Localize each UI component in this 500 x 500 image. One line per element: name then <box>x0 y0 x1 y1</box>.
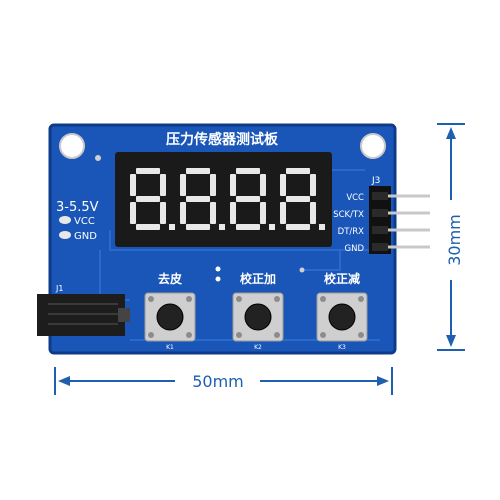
power-label-vcc: VCC <box>74 216 95 227</box>
display-segment <box>210 202 216 224</box>
display-segment <box>236 224 260 230</box>
display-segment <box>210 174 216 196</box>
power-pad-vcc <box>59 216 71 224</box>
pin-header-j3 <box>369 186 391 254</box>
header-pin <box>388 228 430 232</box>
display-segment <box>310 174 316 196</box>
height-label: 30mm <box>445 214 464 266</box>
width-dimension <box>54 367 393 395</box>
display-digit <box>180 168 225 230</box>
display-segment <box>136 196 160 202</box>
button-rivet <box>274 296 280 302</box>
display-segment <box>130 174 136 196</box>
button-rivet <box>274 332 280 338</box>
display-segment <box>136 224 160 230</box>
header-pin <box>388 211 430 215</box>
connector-j1-label: J1 <box>55 284 63 293</box>
pin-label: DT/RX <box>338 227 365 237</box>
display-dot <box>169 224 175 230</box>
button-rivet <box>148 296 154 302</box>
header-pin <box>388 245 430 249</box>
width-label: 50mm <box>192 372 244 391</box>
button-label: 校正减 <box>324 271 360 286</box>
voltage-label: 3-5.5V <box>56 200 99 215</box>
display-segment <box>186 224 210 230</box>
mounting-hole-tr <box>360 133 386 159</box>
silk-dot <box>215 276 221 282</box>
pcb-edge <box>48 123 397 355</box>
display-segment <box>260 174 266 196</box>
pin-label: GND <box>345 244 365 254</box>
button-label: 去皮 <box>158 271 182 286</box>
display-segment <box>286 168 310 174</box>
connector-j1-tab <box>118 308 130 322</box>
display-digit <box>130 168 175 230</box>
button-rivet <box>236 332 242 338</box>
button-ref: K2 <box>254 344 262 351</box>
button-rivet <box>320 332 326 338</box>
button-ref: K3 <box>338 344 346 351</box>
button-label: 校正加 <box>240 271 276 286</box>
pin-label: SCK/TX <box>333 210 364 220</box>
tact-button-cap[interactable] <box>328 303 356 331</box>
button-ref: K1 <box>166 344 174 351</box>
display-segment <box>180 202 186 224</box>
board-title: 压力传感器测试板 <box>166 131 279 148</box>
display-segment <box>260 202 266 224</box>
display-segment <box>286 224 310 230</box>
display-segment <box>186 168 210 174</box>
button-rivet <box>236 296 242 302</box>
silk-dot <box>215 266 221 272</box>
button-rivet <box>358 332 364 338</box>
display-dot <box>319 224 325 230</box>
pin-housing <box>372 192 388 200</box>
button-rivet <box>148 332 154 338</box>
connector-j3-label: J3 <box>371 176 380 186</box>
via <box>95 155 101 161</box>
display-segment <box>160 202 166 224</box>
display-segment <box>236 196 260 202</box>
pin-housing <box>372 209 388 217</box>
button-rivet <box>186 332 192 338</box>
power-pad-gnd <box>59 231 71 239</box>
mounting-hole-tl <box>59 133 85 159</box>
display-segment <box>236 168 260 174</box>
display-segment <box>286 196 310 202</box>
display-segment <box>310 202 316 224</box>
display-segment <box>230 202 236 224</box>
display-dot <box>219 224 225 230</box>
display-digit <box>230 168 275 230</box>
connector-j1-ridges <box>48 303 118 325</box>
display-dot <box>269 224 275 230</box>
button-rivet <box>320 296 326 302</box>
pin-label: VCC <box>346 193 364 203</box>
display-segment <box>230 174 236 196</box>
display-segment <box>160 174 166 196</box>
button-rivet <box>186 296 192 302</box>
display-segment <box>180 174 186 196</box>
seven-segment-display <box>115 152 332 247</box>
pin-housing <box>372 243 388 251</box>
display-segment <box>186 196 210 202</box>
header-pin <box>388 194 430 198</box>
display-segment <box>280 174 286 196</box>
tact-button-cap[interactable] <box>244 303 272 331</box>
display-digits <box>130 168 325 230</box>
via <box>299 267 305 273</box>
pin-housing <box>372 226 388 234</box>
display-segment <box>130 202 136 224</box>
display-segment <box>280 202 286 224</box>
button-rivet <box>358 296 364 302</box>
height-dimension <box>437 123 465 351</box>
tact-buttons: 去皮 K1 校正加 K2 校正减 K3 <box>144 271 368 351</box>
power-label-gnd: GND <box>74 231 97 242</box>
display-segment <box>136 168 160 174</box>
tact-button-cap[interactable] <box>156 303 184 331</box>
display-digit <box>280 168 325 230</box>
pin-labels: VCC SCK/TX DT/RX GND <box>333 192 430 254</box>
